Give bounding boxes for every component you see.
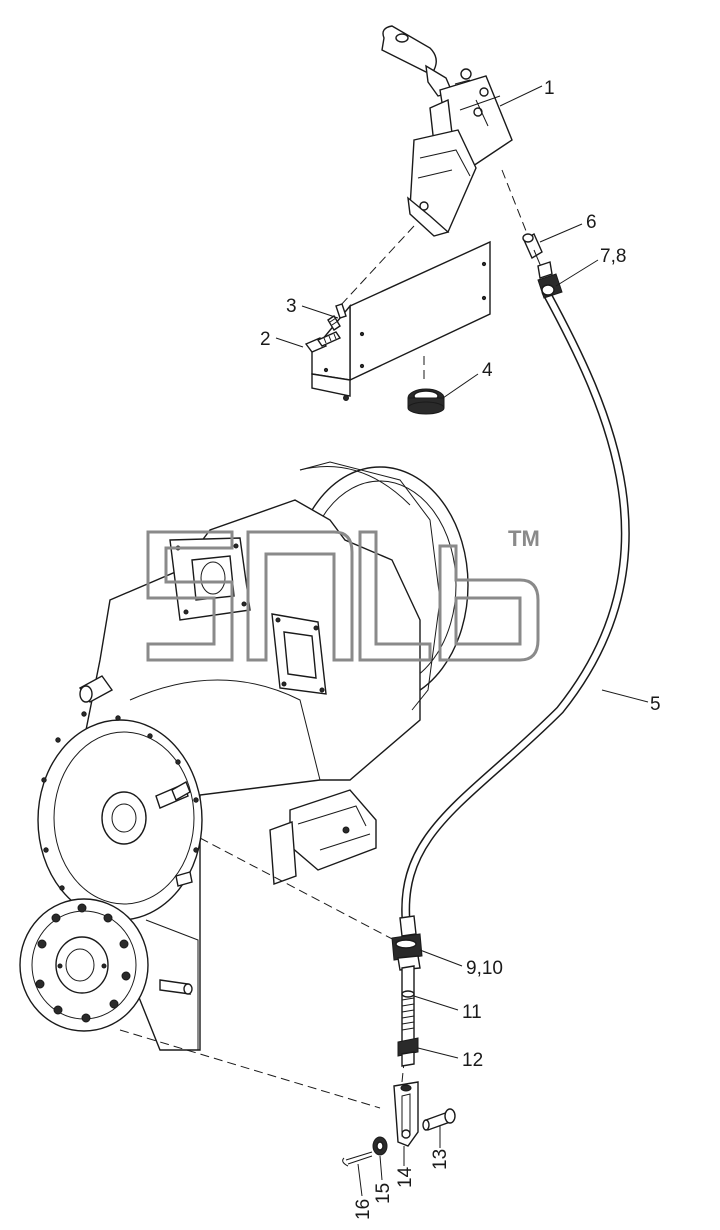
assembly-guide-lines <box>119 169 529 1109</box>
callout-labels: 1 2 3 4 5 6 7,8 9,10 11 12 13 14 15 16 <box>260 78 661 1220</box>
spring-part-3 <box>327 303 347 331</box>
callout-1: 1 <box>544 78 555 99</box>
callout-leaders <box>275 85 649 1197</box>
mounting-bracket <box>311 240 491 401</box>
callout-16: 16 <box>353 1199 374 1220</box>
callout-3: 3 <box>286 296 297 317</box>
callout-5: 5 <box>650 694 661 715</box>
shift-lever-assembly <box>381 25 513 237</box>
callout-11: 11 <box>462 1002 482 1023</box>
bolt-part-2 <box>304 331 342 353</box>
callout-13: 13 <box>430 1149 451 1170</box>
shift-cable <box>342 232 630 1167</box>
brand-watermark: TM <box>146 526 540 662</box>
trademark-symbol: TM <box>508 526 540 551</box>
callout-14: 14 <box>395 1166 416 1188</box>
callout-6: 6 <box>586 212 597 233</box>
grommet-part-4 <box>407 388 445 415</box>
callout-7-8: 7,8 <box>600 246 626 267</box>
callout-2: 2 <box>260 329 271 350</box>
callout-15: 15 <box>373 1183 394 1204</box>
callout-4: 4 <box>482 360 493 381</box>
callout-12: 12 <box>462 1050 483 1071</box>
callout-9-10: 9,10 <box>466 958 503 979</box>
transmission-housing <box>19 461 469 1051</box>
